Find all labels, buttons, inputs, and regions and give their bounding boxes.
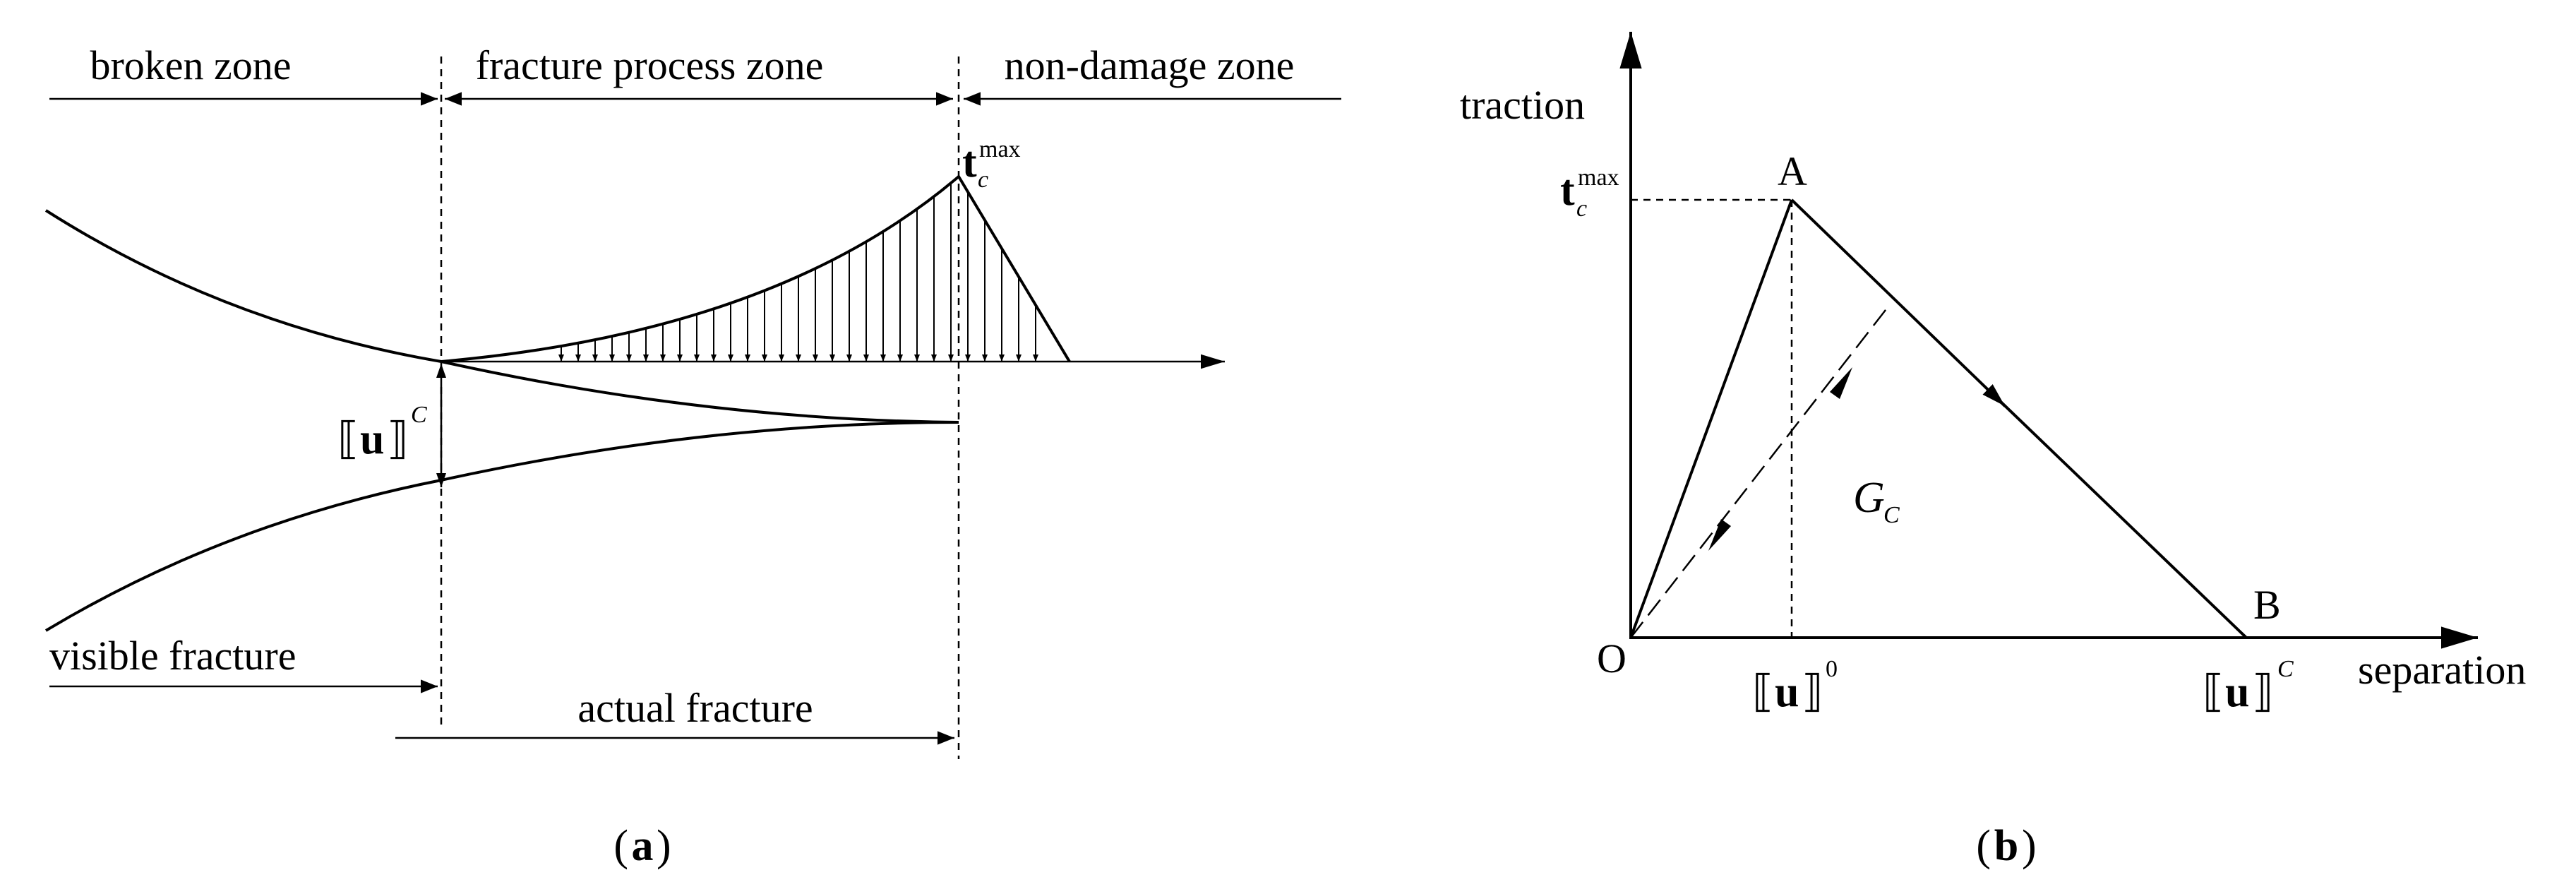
opening-arrowhead-top (436, 364, 446, 378)
uc-u: u (2225, 668, 2249, 716)
point-a-label: A (1778, 148, 1807, 194)
loading-branch (1629, 199, 1793, 638)
peak-sub: c (1576, 196, 1587, 222)
caption-a: ( a ) (613, 822, 671, 870)
energy-sub: C (1883, 502, 1900, 528)
peak-traction-label: t c max (962, 136, 1021, 193)
final-opening-label: ⟦ u ⟧ C (2203, 656, 2294, 716)
svg-text:⟦: ⟦ (1752, 668, 1774, 716)
unloading-reloading-path (1630, 303, 1891, 638)
svg-text:⟦: ⟦ (337, 415, 359, 463)
softening-arrow (1790, 198, 2006, 407)
visible-fracture-label: visible fracture (49, 633, 296, 679)
svg-text:⟧: ⟧ (2252, 668, 2274, 716)
caption-a-letter: a (632, 822, 654, 870)
opening-arrowhead-bottom (436, 473, 446, 487)
critical-opening-label: ⟦ u ⟧ 0 (1752, 656, 1838, 716)
opening-label: ⟦ u ⟧ C (337, 402, 427, 463)
u0-sup: 0 (1826, 656, 1838, 682)
opening-label-u: u (360, 415, 384, 463)
svg-text:): ) (657, 822, 671, 870)
process-zone-label: fracture process zone (476, 42, 824, 88)
svg-text:): ) (2022, 822, 2037, 870)
upper-crack-face (44, 209, 959, 424)
svg-text:⟦: ⟦ (2203, 668, 2224, 716)
svg-text:⟧: ⟧ (387, 415, 409, 463)
caption-b-letter: b (1994, 822, 2018, 870)
broken-zone-label: broken zone (90, 42, 291, 88)
reloading-arrowhead (1708, 519, 1731, 551)
peak-traction-t: t (962, 138, 977, 186)
u0-u: u (1775, 668, 1799, 716)
uc-sup: C (2277, 656, 2294, 682)
peak-traction-sub: c (978, 167, 988, 193)
separation-axis-label: separation (2358, 647, 2526, 693)
fracture-energy-label: G C (1853, 474, 1900, 528)
svg-text:(: ( (1976, 822, 1991, 870)
peak-t: t (1560, 167, 1575, 215)
peak-traction-sup: max (979, 136, 1021, 162)
lower-crack-face (44, 421, 959, 632)
softening-branch (1996, 398, 2248, 639)
svg-text:⟧: ⟧ (1802, 668, 1823, 716)
caption-b: ( b ) (1976, 822, 2036, 870)
opening-label-sup: C (411, 402, 427, 428)
energy-g: G (1853, 474, 1885, 522)
peak-sup: max (1578, 165, 1619, 191)
svg-text:(: ( (613, 822, 628, 870)
point-b-label: B (2253, 582, 2281, 628)
traction-arrows (558, 183, 1038, 362)
traction-axis-label: traction (1460, 82, 1585, 128)
unloading-arrowhead (1830, 367, 1852, 399)
panel-b: traction separation A B O t c max G C ⟦ (1460, 32, 2526, 870)
panel-a: broken zone fracture process zone non-da… (44, 42, 1341, 870)
point-o-label: O (1597, 636, 1627, 681)
peak-traction-axis-label: t c max (1560, 165, 1619, 222)
non-damage-zone-label: non-damage zone (1005, 42, 1295, 88)
traction-distribution-curve (441, 174, 1071, 363)
actual-fracture-label: actual fracture (577, 685, 813, 731)
